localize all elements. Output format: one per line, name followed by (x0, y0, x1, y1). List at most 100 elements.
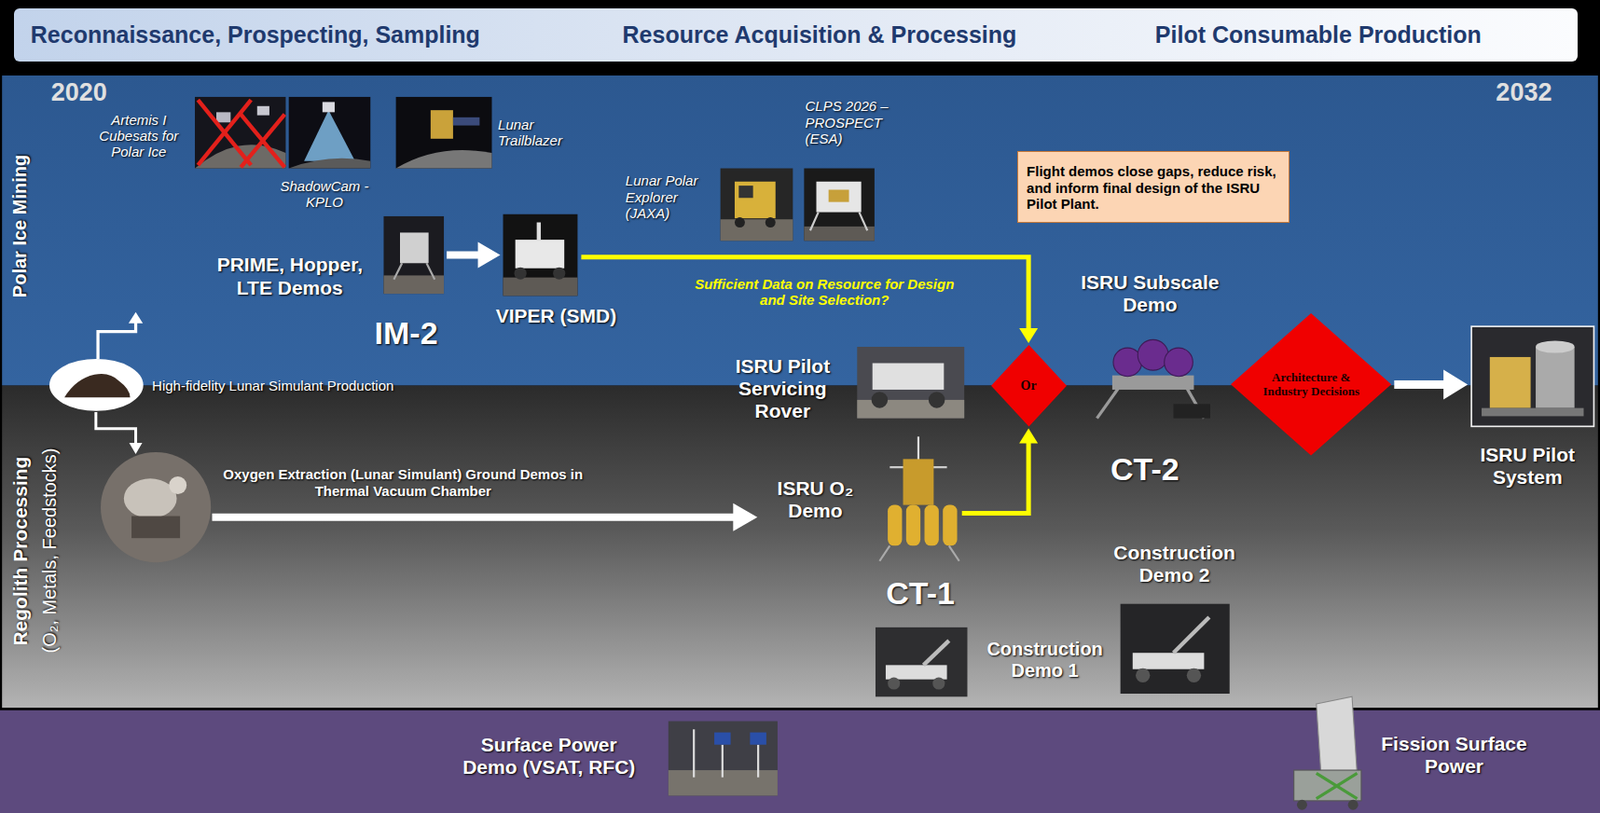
oxygen-plant-figure (879, 436, 959, 561)
satellite-photo (396, 96, 493, 169)
stage-header: Reconnaissance, Prospecting, Sampling Res… (13, 8, 1578, 62)
text-holder: VIPER (SMD) (496, 304, 618, 328)
band-subtitle: (O₂, Metals, Feedstocks) (38, 448, 60, 654)
connector-group (96, 412, 143, 455)
edge-label: Sufficient Data on Resource for Design a… (687, 275, 963, 309)
demo-label: Construction Demo 1 (973, 638, 1117, 682)
arrow-head (1019, 328, 1038, 344)
rover-photo (738, 185, 753, 198)
connector-line (1393, 380, 1451, 389)
rover-photo (537, 222, 541, 242)
decision-diamond: Architecture & Industry Decisions (1230, 313, 1392, 456)
band-title: Regolith Processing (10, 455, 33, 646)
rover-photo (503, 214, 579, 297)
text-holder: Flight demos close gaps, reduce risk, an… (1026, 163, 1283, 212)
lander-photo (383, 216, 444, 294)
text-holder: CT-2 (1110, 451, 1180, 488)
power-demo-photo (668, 721, 778, 797)
simulant-pile (64, 373, 130, 398)
cancel-cross (197, 99, 251, 166)
subscale-lander-figure (1173, 403, 1211, 418)
text-holder: Sufficient Data on Resource for Design a… (687, 275, 963, 309)
connector-group (962, 427, 1038, 513)
arrow-head (478, 242, 501, 269)
fission-reactor-figure (1294, 770, 1362, 801)
fission-reactor-figure (1296, 800, 1308, 811)
chamber-part (169, 476, 188, 495)
rover-photo (720, 168, 794, 242)
rover-photo (515, 239, 566, 269)
oxygen-plant-figure (924, 505, 939, 547)
cancel-cross (240, 114, 285, 168)
connector-group (212, 503, 759, 532)
callout-box: Flight demos close gaps, reduce risk, an… (1017, 151, 1290, 223)
power-band-fill (0, 708, 1600, 813)
text-holder: Regolith Processing (10, 455, 33, 646)
text-holder: Construction Demo 1 (973, 638, 1117, 682)
fission-reactor-figure (1348, 800, 1359, 811)
cubesat-photo (216, 111, 231, 123)
connector-line (962, 439, 1029, 514)
rover-photo (856, 346, 965, 419)
satellite-photo (430, 110, 454, 139)
mission-caption: PRIME, Hopper, LTE Demos (197, 253, 382, 299)
cancel-cross (240, 114, 285, 168)
mission-id: IM-2 (374, 315, 439, 352)
text-holder: Fission Surface Power (1377, 732, 1531, 778)
diamond-outline (1230, 313, 1392, 456)
pilot-plant-photo (1489, 357, 1532, 409)
lander-photo (383, 216, 444, 294)
text-holder: Architecture & Industry Decisions (1262, 371, 1360, 400)
simulant-ellipse: High-fidelity Lunar Simulant Production (49, 358, 144, 412)
rover-photo (765, 217, 776, 228)
rover-photo (734, 181, 776, 219)
text-holder: ISRU Pilot System (1467, 443, 1588, 489)
lander-photo (858, 212, 868, 232)
decision-diamond: Or (991, 344, 1067, 428)
lander-photo (803, 168, 875, 242)
oxygen-plant-figure (906, 505, 921, 547)
text-holder: ShadowCam - KPLO (273, 178, 375, 211)
cubesat-photo (194, 96, 286, 169)
text-holder: Resource Acquisition & Processing (622, 21, 1018, 49)
lander-photo (828, 190, 850, 203)
system-caption: ISRU Pilot System (1467, 443, 1588, 489)
stage-heading: Resource Acquisition & Processing (622, 21, 1018, 49)
cancel-cross (197, 99, 251, 166)
demo-caption: ISRU O₂ Demo (761, 477, 869, 523)
rover-photo (720, 168, 794, 242)
mission-label: ShadowCam - KPLO (273, 178, 375, 211)
fission-reactor-figure (1316, 772, 1358, 799)
mission-node: VIPER (SMD) (503, 214, 579, 297)
stage-heading: Pilot Consumable Production (1155, 21, 1482, 49)
cubesat-photo (322, 101, 335, 112)
text-holder: 2032 (1495, 78, 1552, 108)
lander-photo (803, 226, 875, 241)
regolith-band-fill (0, 386, 1600, 710)
cubesat-photo (289, 158, 372, 169)
text-holder: IM-2 (374, 315, 439, 352)
mission-id: CT-1 (885, 575, 955, 612)
text-holder: Reconnaissance, Prospecting, Sampling (30, 21, 481, 49)
rover-photo (856, 346, 965, 419)
power-demo-photo (749, 732, 767, 745)
year-label: 2020 (51, 78, 108, 108)
subscale-lander-figure (1164, 347, 1194, 377)
cubesat-photo (194, 96, 286, 169)
oxygen-plant-figure (887, 505, 902, 547)
chamber-part (131, 515, 180, 538)
satellite-photo (453, 117, 480, 126)
swimlane-band: Regolith Processing(O₂, Metals, Feedstoc… (0, 386, 1600, 710)
band-frame (0, 74, 1600, 710)
mission-label: Lunar Trailblazer (497, 116, 590, 150)
callout-text: Flight demos close gaps, reduce risk, an… (1026, 163, 1283, 212)
pilot-plant-photo (1481, 408, 1584, 417)
text-holder: 2020 (51, 78, 108, 108)
text-holder: Or (1007, 378, 1049, 394)
power-demo-photo (692, 729, 695, 777)
construction-rover-photo (1173, 617, 1210, 653)
branch-arrow (128, 312, 143, 324)
mission-label: CLPS 2026 – PROSPECT (ESA) (804, 97, 899, 147)
rover-photo (503, 277, 579, 297)
